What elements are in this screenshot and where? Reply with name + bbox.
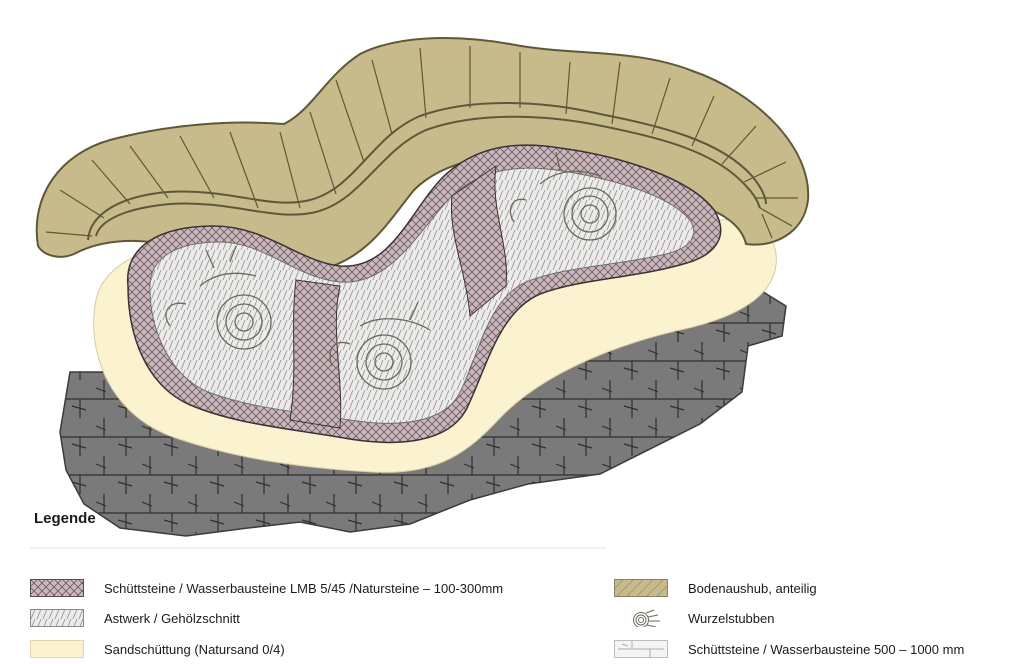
legend-label: Bodenaushub, anteilig xyxy=(688,581,817,596)
root-stump-icon xyxy=(614,609,668,627)
legend-item-large-stones: Schüttsteine / Wasserbausteine 500 – 100… xyxy=(614,639,964,659)
rubble-divider-left xyxy=(290,280,341,428)
legend-label: Astwerk / Gehölzschnitt xyxy=(104,611,240,626)
brushwood-icon xyxy=(30,609,84,627)
legend-item-brushwood: Astwerk / Gehölzschnitt xyxy=(30,608,240,628)
sand-icon xyxy=(30,640,84,658)
legend-item-sand: Sandschüttung (Natursand 0/4) xyxy=(30,639,285,659)
large-stones-icon xyxy=(614,640,668,658)
legend-item-root-stump: Wurzelstubben xyxy=(614,608,774,628)
legend-title: Legende xyxy=(34,510,96,527)
legend-item-soil: Bodenaushub, anteilig xyxy=(614,578,817,598)
rubble-fine-icon xyxy=(30,579,84,597)
legend-label: Schüttsteine / Wasserbausteine LMB 5/45 … xyxy=(104,581,503,596)
legend-label: Schüttsteine / Wasserbausteine 500 – 100… xyxy=(688,642,964,657)
soil-icon xyxy=(614,579,668,597)
legend-label: Wurzelstubben xyxy=(688,611,774,626)
legend-item-rubble-fine: Schüttsteine / Wasserbausteine LMB 5/45 … xyxy=(30,578,503,598)
legend-label: Sandschüttung (Natursand 0/4) xyxy=(104,642,285,657)
